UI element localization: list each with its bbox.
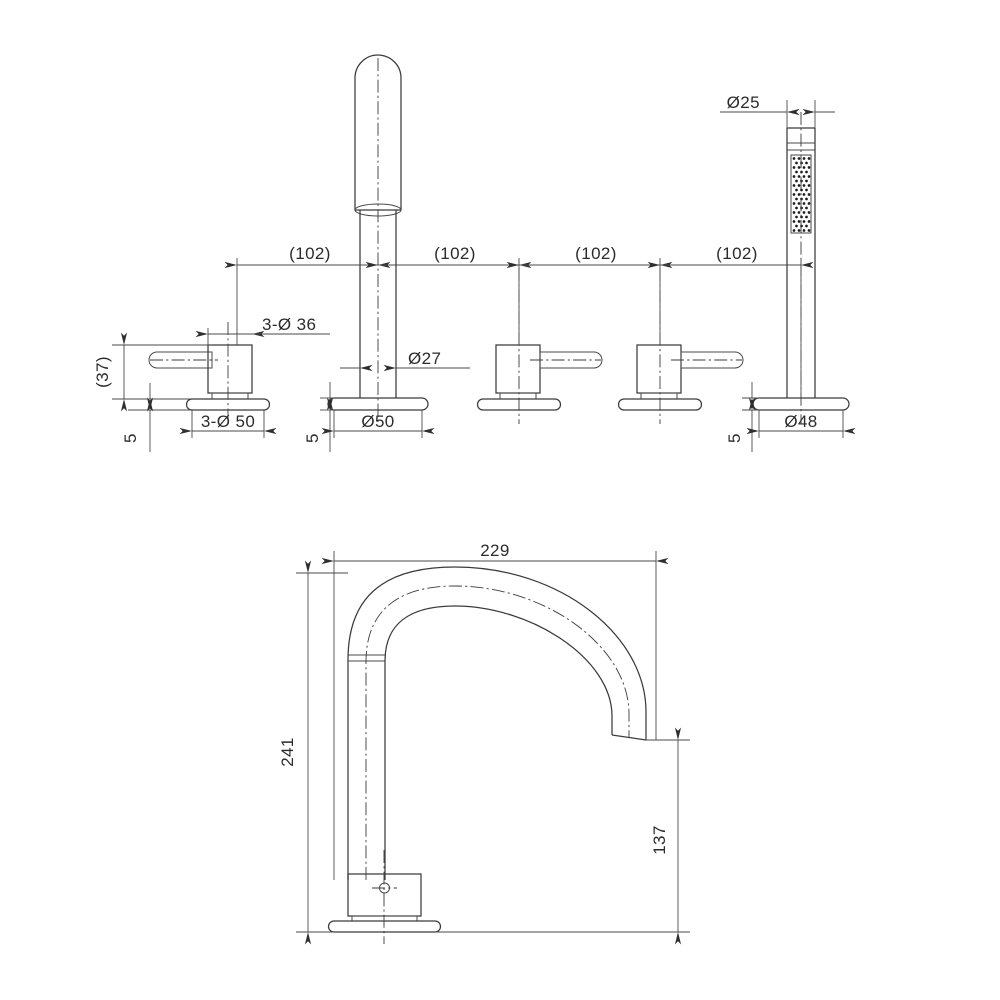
dim-hole-pattern-top-group: 3-Ø 36 bbox=[195, 315, 330, 345]
dim-spout-outlet-height-group: 137 bbox=[435, 727, 690, 945]
spacing-dimension-chain: (102) (102) (102) (102) bbox=[224, 244, 814, 398]
dim-spout-total-height: 241 bbox=[278, 737, 297, 767]
spout-column bbox=[327, 54, 429, 424]
dim-spout-tube-diameter-group: Ø27 bbox=[340, 349, 470, 372]
handle-lever-mid-1 bbox=[476, 268, 603, 424]
handle-lever-left bbox=[148, 322, 271, 424]
dim-handle-flange-thickness: 5 bbox=[121, 433, 140, 443]
dim-spout-total-height-group: 241 bbox=[278, 560, 348, 945]
dim-hole-pattern-base-group: 3-Ø 50 bbox=[179, 410, 277, 438]
curved-spout-profile bbox=[327, 566, 647, 944]
dim-handle-height-group: (37) bbox=[93, 332, 212, 412]
dim-spacing-3: (102) bbox=[575, 244, 617, 263]
dim-spout-base-diameter-group: Ø50 bbox=[321, 410, 435, 438]
dim-spout-flange-thickness: 5 bbox=[303, 433, 322, 443]
dim-shower-flange-thickness: 5 bbox=[725, 433, 744, 443]
dim-handle-flange-thickness-group: 5 bbox=[121, 383, 190, 452]
dim-spacing-1: (102) bbox=[289, 244, 331, 263]
dim-spout-base-diameter: Ø50 bbox=[361, 412, 394, 431]
dim-spout-reach-group: 229 bbox=[321, 541, 669, 880]
dim-hole-pattern-top: 3-Ø 36 bbox=[262, 315, 316, 334]
front-elevation-view: (102) (102) (102) (102) 3-Ø 36 (37) bbox=[93, 54, 856, 452]
dim-spout-outlet-height: 137 bbox=[650, 825, 669, 855]
dim-handle-height: (37) bbox=[93, 356, 112, 388]
side-elevation-view: 229 241 137 bbox=[278, 541, 690, 945]
dim-shower-wand-diameter: Ø25 bbox=[727, 93, 760, 112]
dim-shower-base-diameter-group: Ø48 bbox=[746, 410, 856, 438]
dim-spacing-2: (102) bbox=[434, 244, 476, 263]
dim-spout-tube-diameter: Ø27 bbox=[408, 349, 441, 368]
dim-spout-flange-thickness-group: 5 bbox=[303, 382, 334, 452]
dim-shower-wand-diameter-group: Ø25 bbox=[720, 93, 835, 128]
dim-spout-reach: 229 bbox=[480, 541, 510, 560]
dim-spacing-4: (102) bbox=[716, 244, 758, 263]
handle-lever-mid-2 bbox=[617, 268, 744, 424]
dim-hole-pattern-base: 3-Ø 50 bbox=[201, 412, 255, 431]
dim-shower-base-diameter: Ø48 bbox=[784, 412, 817, 431]
spray-perforations bbox=[792, 157, 811, 232]
dim-shower-flange-thickness-group: 5 bbox=[725, 382, 759, 452]
